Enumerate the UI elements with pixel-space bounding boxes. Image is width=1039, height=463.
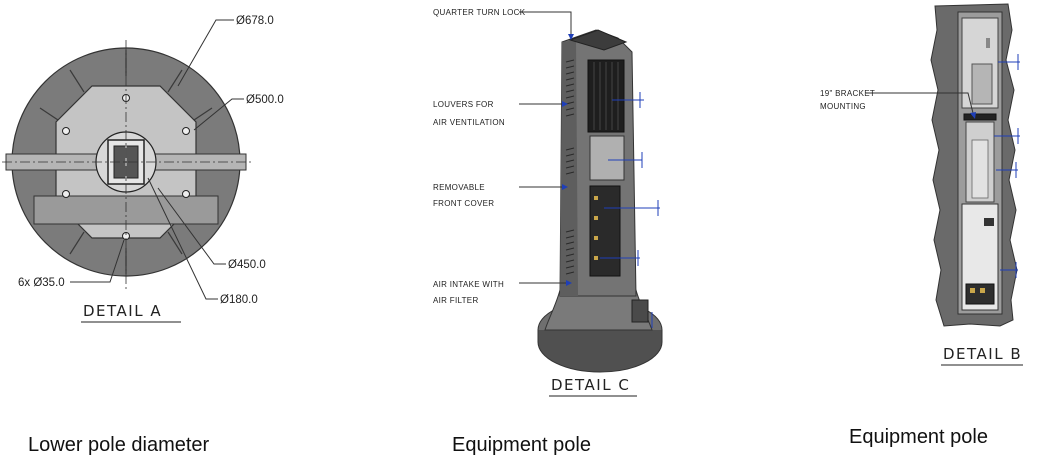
top-cap — [568, 29, 628, 51]
front-cover-label-line2: FRONT COVER — [433, 199, 494, 208]
detail-c-drawing: QUARTER TURN LOCK LOUVERS FOR AIR VENTIL… — [433, 8, 663, 397]
bracket-label-line2: MOUNTING — [820, 102, 866, 111]
air-intake-label-line1: AIR INTAKE WITH — [433, 280, 504, 289]
bracket — [963, 113, 997, 121]
radio-unit — [589, 185, 621, 277]
dim-outer-label: Ø678.0 — [236, 15, 274, 27]
bolt-hole — [62, 127, 70, 135]
bolt-hole — [182, 190, 190, 198]
detail-c-title: DETAIL C — [551, 376, 630, 394]
bolt-hole — [62, 190, 70, 198]
dim-holes-label: 6x Ø35.0 — [18, 277, 65, 289]
dim-180-label: Ø180.0 — [220, 294, 258, 306]
equipment-box — [589, 135, 625, 181]
detail-a-drawing: Ø678.0 Ø500.0 Ø450.0 Ø180.0 6x Ø35.0 DET… — [2, 15, 284, 323]
quarter-turn-lock-label: QUARTER TURN LOCK — [433, 8, 526, 17]
detail-b-drawing: 19" BRACKET MOUNTING DETAIL B — [820, 3, 1023, 366]
detail-a-title: DETAIL A — [83, 302, 162, 320]
bracket-label-line1: 19" BRACKET — [820, 89, 875, 98]
dim-500-label: Ø500.0 — [246, 94, 284, 106]
caption-equipment-pole-right: Equipment pole — [849, 426, 988, 448]
caption-lower-pole-diameter: Lower pole diameter — [28, 434, 210, 456]
bolt-hole — [182, 127, 190, 135]
dim-450-label: Ø450.0 — [228, 259, 266, 271]
detail-b-title: DETAIL B — [943, 345, 1022, 363]
louvers-label-line1: LOUVERS FOR — [433, 100, 494, 109]
front-cover-label-line1: REMOVABLE — [433, 183, 485, 192]
flared-base — [544, 289, 653, 331]
louvers-label-line2: AIR VENTILATION — [433, 118, 505, 127]
caption-equipment-pole-middle: Equipment pole — [452, 434, 591, 456]
air-intake-label-line2: AIR FILTER — [433, 296, 479, 305]
